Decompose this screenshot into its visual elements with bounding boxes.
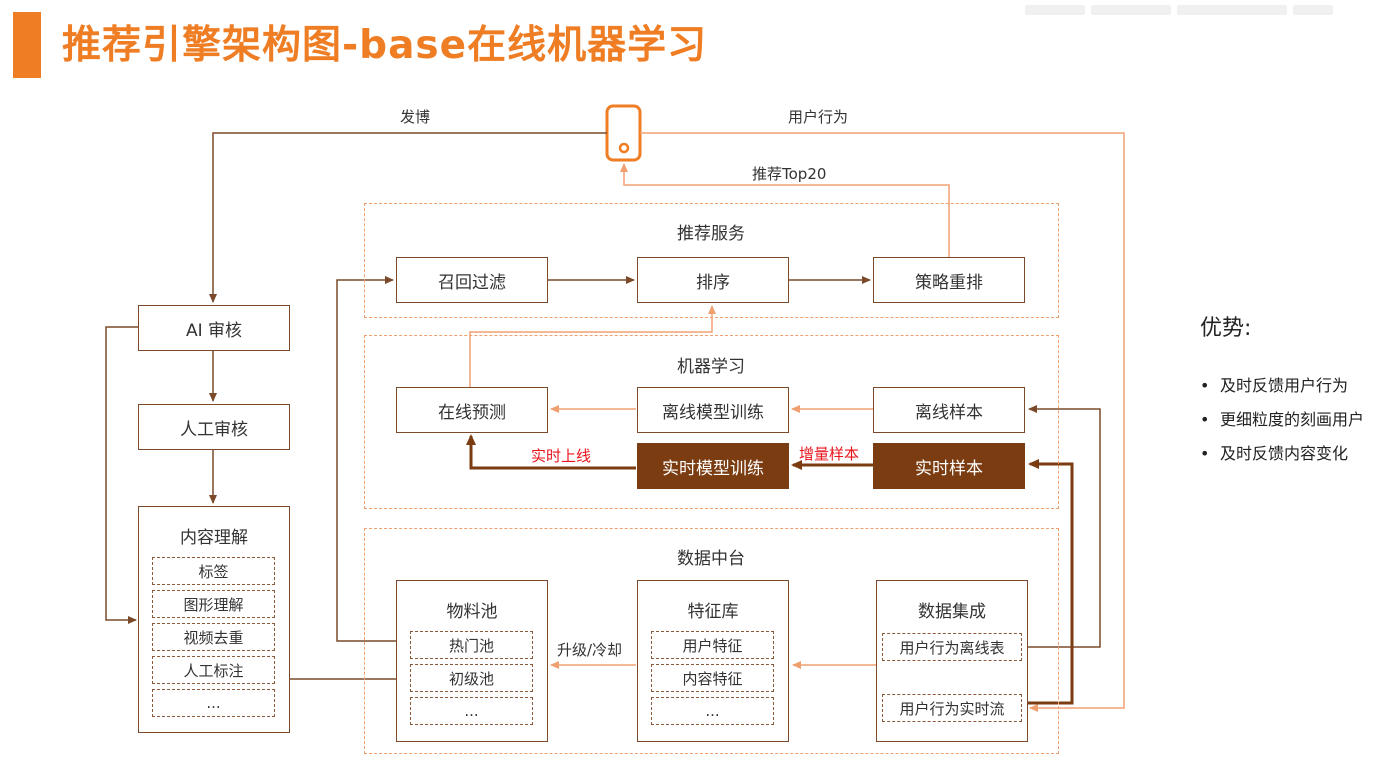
edge-label-incremental-samples: 增量样本: [799, 445, 860, 463]
group-label-service: 推荐服务: [677, 224, 745, 244]
group-label-data: 数据中台: [677, 549, 745, 569]
realtime-behavior-stream-item: 用户行为实时流: [882, 694, 1022, 722]
data-integration-title: 数据集成: [918, 602, 986, 622]
advantage-item: 及时反馈用户行为: [1200, 372, 1364, 406]
ai-review-box: AI 审核: [138, 305, 290, 351]
group-recommend-service: [364, 203, 1059, 318]
offline-train-box: 离线模型训练: [637, 387, 789, 433]
group-data-platform: [364, 528, 1059, 754]
advantages-list: 及时反馈用户行为 更细粒度的刻画用户 及时反馈内容变化: [1200, 372, 1364, 474]
edge-label-upgrade-cool: 升级/冷却: [557, 641, 623, 659]
feature-store-title: 特征库: [687, 602, 739, 622]
material-pool-more-item: ...: [410, 697, 533, 725]
advantage-item: 更细粒度的刻画用户: [1200, 406, 1364, 440]
content-item-tag: 标签: [152, 557, 275, 585]
edge-label-top20: 推荐Top20: [752, 165, 827, 183]
content-item-video-dedup: 视频去重: [152, 623, 275, 651]
content-item-more: ...: [152, 689, 275, 717]
edge-label-realtime-online: 实时上线: [531, 447, 592, 465]
offline-samples-box: 离线样本: [873, 387, 1025, 433]
phone-icon: [605, 104, 642, 162]
group-machine-learning: [364, 335, 1059, 509]
hot-pool-item: 热门池: [410, 631, 533, 659]
watermark-logo: [1025, 0, 1396, 15]
edge-label-user-behavior: 用户行为: [788, 108, 849, 126]
advantages-title: 优势:: [1200, 316, 1252, 341]
primary-pool-item: 初级池: [410, 664, 533, 692]
title-accent-bar: [13, 12, 41, 78]
rerank-box: 策略重排: [873, 257, 1025, 303]
content-understanding-title: 内容理解: [180, 528, 248, 548]
realtime-train-box: 实时模型训练: [637, 443, 789, 489]
group-label-ml: 机器学习: [677, 357, 745, 377]
user-feature-item: 用户特征: [651, 631, 774, 659]
content-feature-item: 内容特征: [651, 664, 774, 692]
online-predict-box: 在线预测: [396, 387, 548, 433]
advantage-item: 及时反馈内容变化: [1200, 440, 1364, 474]
manual-review-box: 人工审核: [138, 404, 290, 450]
material-pool-title: 物料池: [446, 602, 498, 622]
page-title: 推荐引擎架构图-base在线机器学习: [62, 23, 708, 68]
edge-label-post: 发博: [400, 108, 431, 126]
rank-box: 排序: [637, 257, 789, 303]
offline-behavior-table-item: 用户行为离线表: [882, 633, 1022, 661]
content-item-image-understanding: 图形理解: [152, 590, 275, 618]
content-item-manual-label: 人工标注: [152, 656, 275, 684]
realtime-samples-box: 实时样本: [873, 443, 1025, 489]
recall-filter-box: 召回过滤: [396, 257, 548, 303]
feature-store-more-item: ...: [651, 697, 774, 725]
